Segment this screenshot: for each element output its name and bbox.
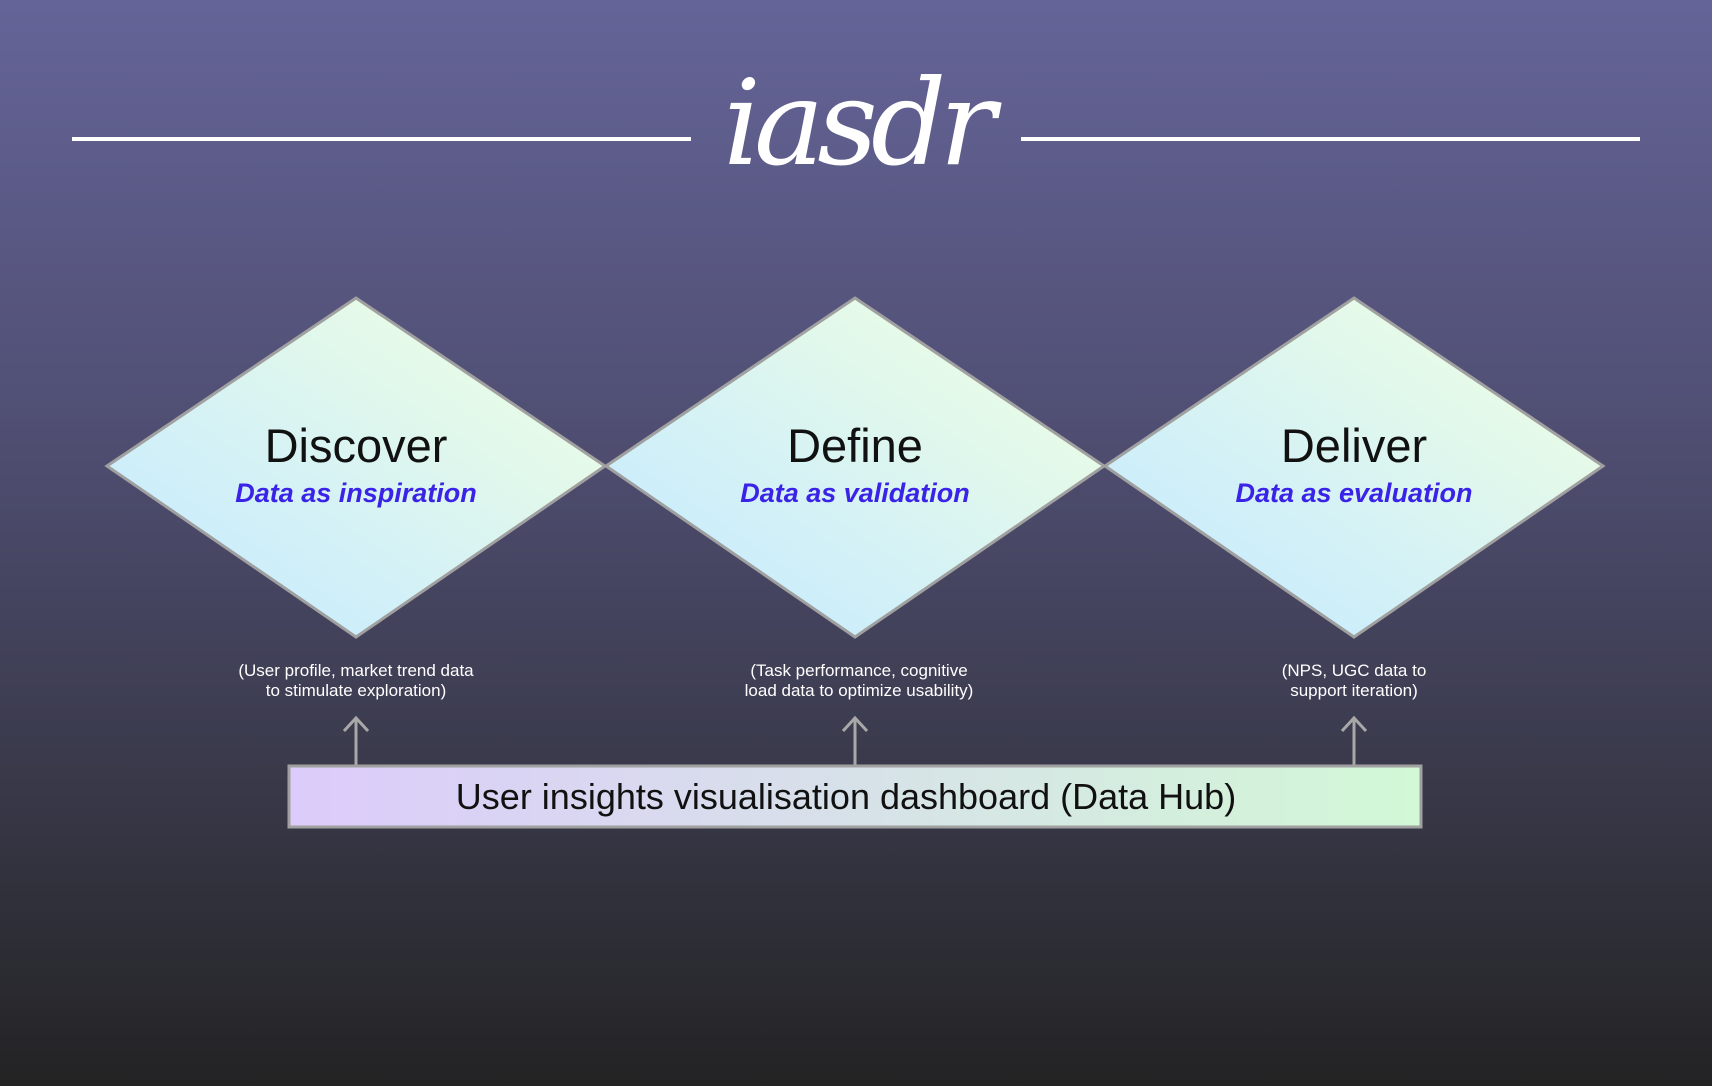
title-rule-left: [72, 137, 691, 141]
note-line-discover-1: (User profile, market trend data: [238, 661, 474, 680]
stage-title-deliver: Deliver: [1281, 419, 1427, 472]
stage-subtitle-define: Data as validation: [740, 478, 970, 508]
note-line-define-1: (Task performance, cognitive: [750, 661, 967, 680]
stage-define: Define Data as validation (Task performa…: [603, 296, 1107, 700]
arrow-to-define: [841, 715, 869, 766]
stage-title-define: Define: [787, 419, 923, 472]
note-line-define-2: load data to optimize usability): [745, 681, 974, 700]
data-hub-bar: [287, 764, 1423, 829]
data-hub-label: User insights visualisation dashboard (D…: [456, 776, 1236, 817]
arrow-to-deliver: [1340, 715, 1368, 766]
stage-discover: Discover Data as inspiration (User profi…: [104, 296, 608, 700]
note-line-deliver-1: (NPS, UGC data to: [1282, 661, 1427, 680]
note-line-discover-2: to stimulate exploration): [266, 681, 446, 700]
diamond-discover: [104, 296, 608, 639]
stage-subtitle-discover: Data as inspiration: [235, 478, 477, 508]
title-rule-right: [1021, 137, 1640, 141]
stage-deliver: Deliver Data as evaluation (NPS, UGC dat…: [1102, 296, 1606, 700]
note-line-deliver-2: support iteration): [1290, 681, 1418, 700]
data-hub: User insights visualisation dashboard (D…: [287, 764, 1423, 829]
stage-title-discover: Discover: [265, 419, 448, 472]
diamond-define: [603, 296, 1107, 639]
arrow-to-discover: [342, 715, 370, 766]
diamond-deliver: [1102, 296, 1606, 639]
iasdr-logo: iasdr: [723, 54, 996, 192]
stage-subtitle-deliver: Data as evaluation: [1235, 478, 1472, 508]
